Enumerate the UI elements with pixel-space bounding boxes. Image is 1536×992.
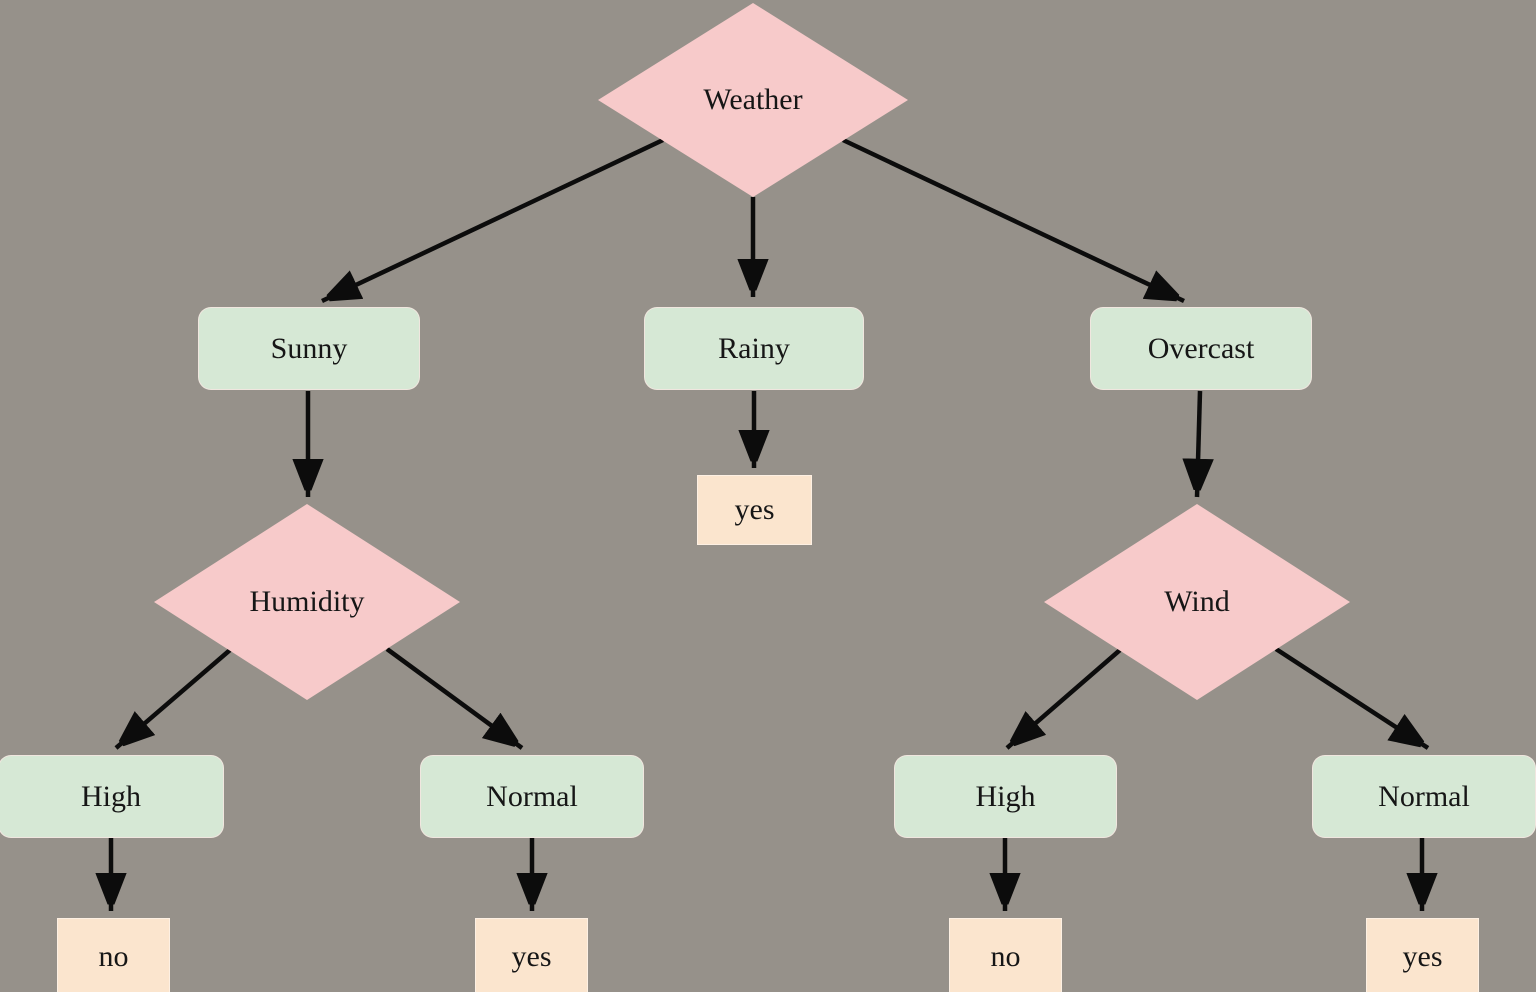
edge-weather-sunny [321,137,664,304]
edge-humidity-normal [385,647,522,750]
node-label: Humidity [249,585,365,618]
node-label: Rainy [718,331,790,365]
edge-wind-normal [1274,647,1428,750]
branch-node-wind-high: High [894,755,1117,838]
node-label: Overcast [1147,331,1255,365]
node-label: Wind [1164,585,1230,618]
node-label: yes [734,493,775,526]
node-label: Normal [486,779,578,813]
branch-node-sunny: Sunny [198,307,420,390]
edge-humidity-high [116,648,232,750]
edge-wind-high [1007,648,1122,750]
branch-node-humidity-high: High [0,755,224,838]
node-label: yes [511,940,552,973]
edge-weather-overcast [842,137,1185,304]
node-label: High [975,779,1036,813]
edge-overcast-wind [1197,390,1200,498]
branch-node-rainy: Rainy [644,307,864,390]
leaf-node-humidity-high-no: no [57,918,170,992]
node-label: no [98,940,129,973]
node-label: Normal [1378,779,1470,813]
leaf-node-wind-normal-yes: yes [1366,918,1479,992]
branch-node-humidity-normal: Normal [420,755,644,838]
node-label: no [990,940,1021,973]
leaf-node-wind-high-no: no [949,918,1062,992]
node-label: High [81,779,141,813]
branch-node-overcast: Overcast [1090,307,1312,390]
node-label: Weather [703,83,803,116]
node-label: Sunny [270,331,348,365]
leaf-node-humidity-normal-yes: yes [475,918,588,992]
leaf-node-rainy-yes: yes [697,475,812,545]
branch-node-wind-normal: Normal [1312,755,1536,838]
node-label: yes [1402,940,1443,973]
